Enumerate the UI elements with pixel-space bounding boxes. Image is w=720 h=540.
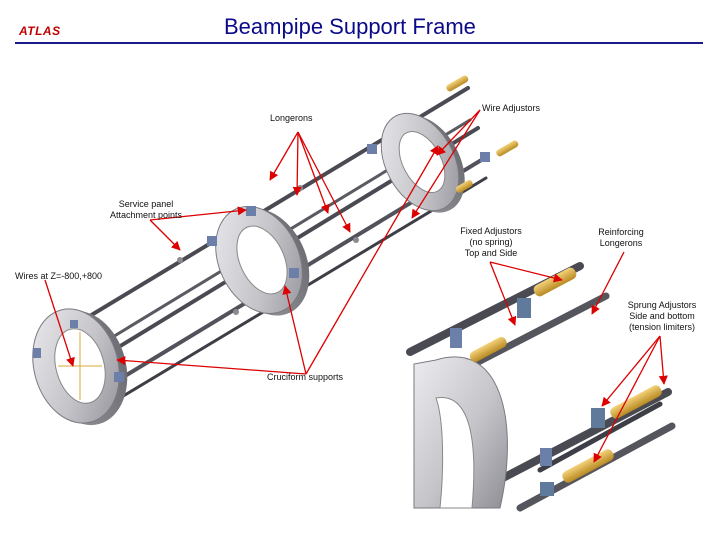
arrow-cruciform-1 (116, 356, 307, 375)
frame-adjustors (33, 75, 519, 382)
arrow-cruciform-2 (282, 285, 307, 375)
title-rule (15, 42, 703, 44)
label-sprung-adjustors: Sprung Adjustors Side and bottom (tensio… (627, 300, 697, 332)
arrow-wire-adjustors-2 (411, 109, 481, 219)
arrows (44, 109, 668, 463)
label-wire-adjustors: Wire Adjustors (482, 103, 541, 113)
label-longerons: Longerons (270, 113, 313, 123)
arrow-wire-adjustors-1 (436, 109, 481, 156)
arrow-sprung-3 (658, 335, 668, 385)
arrow-cruciform-3 (305, 145, 439, 375)
ring-middle (215, 206, 310, 316)
ring-near (32, 308, 128, 426)
arrow-service-panel-2 (149, 206, 247, 221)
arrow-sprung-2 (593, 335, 661, 463)
label-wires: Wires at Z=-800,+800 (15, 271, 103, 281)
arrow-reinforcing (591, 251, 625, 315)
arrow-longerons-3 (297, 131, 330, 214)
arrow-fixed-adjustors-1 (489, 261, 517, 326)
arrow-service-panel-1 (149, 219, 181, 251)
label-reinforcing-longerons: Reinforcing Longerons (598, 227, 644, 248)
arrow-wires (44, 279, 75, 367)
arrow-longerons-2 (292, 131, 302, 196)
arrow-sprung-1 (601, 335, 661, 407)
page-title: Beampipe Support Frame (224, 14, 476, 39)
label-cruciform-supports: Cruciform supports (267, 372, 344, 382)
ring-far (380, 112, 465, 213)
arrow-longerons-4 (297, 131, 351, 233)
label-fixed-adjustors: Fixed Adjustors (no spring) Top and Side (460, 226, 522, 258)
label-service-panel: Service panel Attachment points (109, 199, 183, 220)
arrow-longerons-1 (269, 131, 299, 181)
atlas-logo: ATLAS (19, 24, 61, 38)
zoomed-inset (406, 262, 676, 512)
arrow-fixed-adjustors-2 (489, 261, 563, 283)
